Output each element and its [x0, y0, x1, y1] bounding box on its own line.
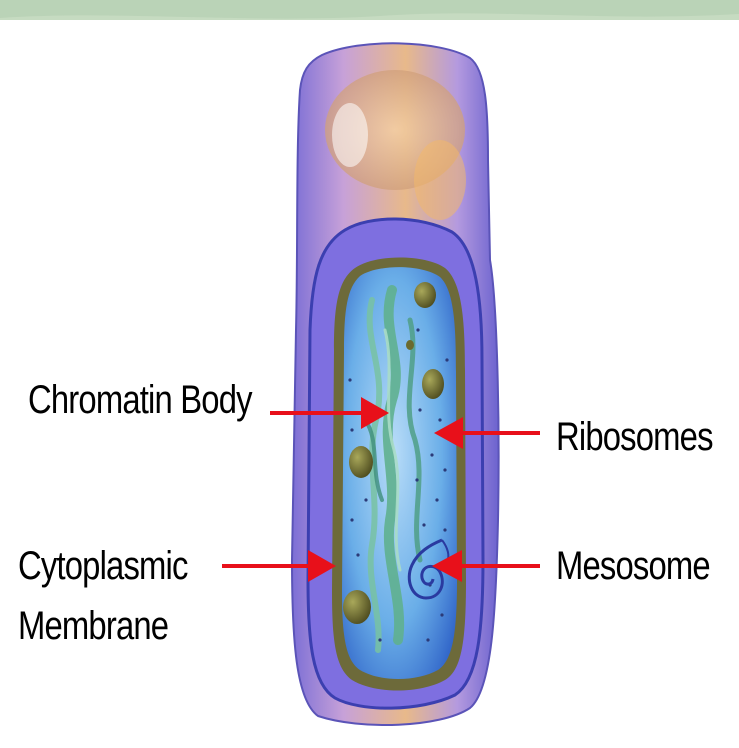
label-chromatin-body: Chromatin Body [28, 377, 252, 423]
ribosome [349, 446, 373, 478]
label-ribosomes: Ribosomes [556, 414, 713, 460]
label-mesosome: Mesosome [556, 543, 710, 589]
label-cytoplasmic-membrane-line1: Cytoplasmic [18, 543, 188, 589]
ribosome [406, 340, 414, 350]
ribosome [414, 282, 436, 308]
capsule-highlight-white [332, 103, 368, 167]
label-cytoplasmic-membrane-line2: Membrane [18, 603, 168, 649]
ribosome [422, 369, 444, 399]
ribosome [343, 590, 371, 624]
capsule-highlight-orange [414, 140, 466, 220]
